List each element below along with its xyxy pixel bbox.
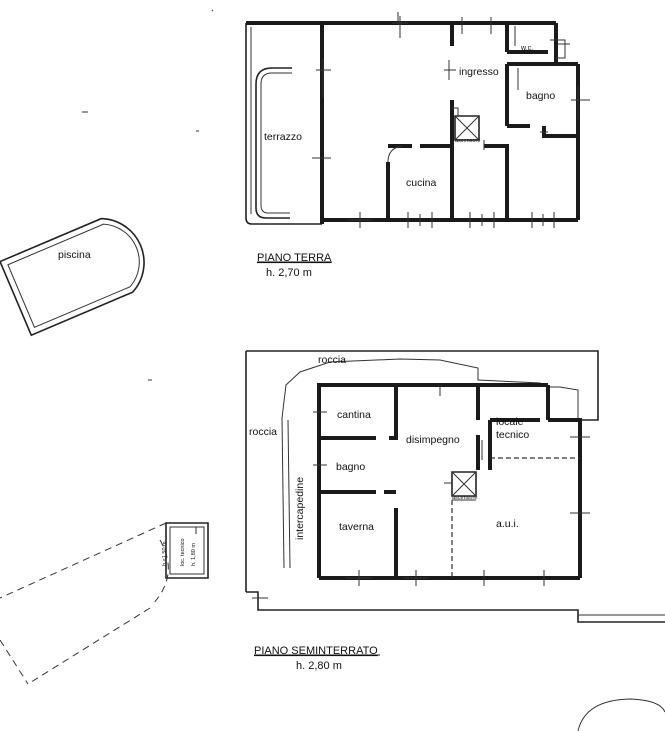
room-label-tecnico: tecnico [496, 429, 529, 441]
basement-height: h. 2,80 m [296, 660, 342, 672]
ground-floor-height: h. 2,70 m [266, 267, 312, 279]
elevator-label-ground: ascensore [455, 138, 480, 144]
room-label-ingresso: ingresso [459, 66, 499, 78]
room-label-bagno-ground: bagno [526, 90, 555, 102]
elevator-label-basement: ascensore [452, 495, 477, 501]
tech-room-height-2: h. 1,80 m [191, 543, 197, 566]
tech-room-and-pool-outline [0, 522, 209, 685]
tech-room-label: loc. tecnico [180, 538, 186, 566]
basement-title: PIANO SEMINTERRATO [254, 645, 378, 657]
pool-outline [0, 217, 145, 337]
tech-room-height-1: h.<1,50 m [162, 541, 168, 566]
ground-floor-plan [245, 12, 590, 228]
room-label-disimpegno: disimpegno [406, 434, 460, 446]
room-label-taverna: taverna [339, 521, 374, 533]
room-label-cucina: cucina [406, 177, 437, 189]
label-roccia-top: roccia [318, 354, 346, 366]
room-label-aui: a.u.i. [496, 518, 519, 530]
room-label-bagno-basement: bagno [336, 461, 365, 473]
label-roccia-left: roccia [249, 426, 277, 438]
label-intercapedine: intercapedine [294, 477, 306, 540]
pool-label: piscina [58, 249, 91, 261]
room-label-terrazzo: terrazzo [264, 131, 302, 143]
basement-floor-plan [245, 350, 665, 623]
north-arrow-circle [577, 698, 665, 731]
room-label-wc: w.c. [520, 45, 533, 52]
ground-floor-title: PIANO TERRA [257, 252, 332, 264]
room-label-locale: locale [496, 416, 524, 428]
room-label-cantina: cantina [337, 409, 371, 421]
